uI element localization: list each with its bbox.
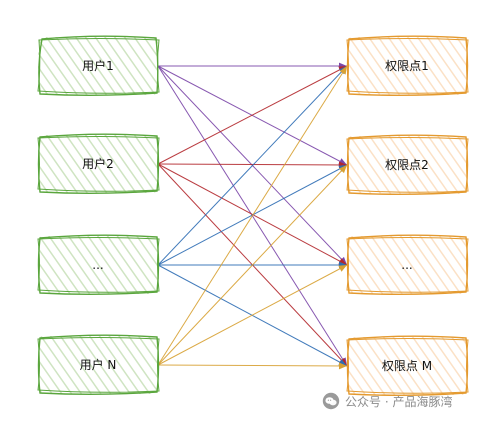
edge-arrowhead-15 (338, 265, 347, 272)
user-node-1-label: 用户1 (82, 58, 114, 73)
user-node-ellipsis-label: ... (92, 258, 103, 272)
user-node-1: 用户1 (37, 35, 160, 96)
permission-node-m-label: 权限点 M (382, 359, 432, 373)
user-node-2: 用户2 (37, 133, 160, 194)
user-node-2-label: 用户2 (82, 156, 114, 171)
permission-node-1-label: 权限点1 (385, 59, 429, 73)
wechat-official-account-icon (322, 392, 340, 410)
edge-arrowhead-16 (338, 362, 347, 370)
edge-arrowhead-13 (339, 66, 347, 75)
edge-user-3-to-permission-1 (157, 65, 348, 266)
permission-node-2-label: 权限点2 (385, 158, 429, 172)
user-node-n: 用户 N (37, 334, 160, 395)
edge-user-4-to-permission-2 (157, 164, 348, 366)
watermark-text: 公众号 · 产品海豚湾 (345, 394, 453, 409)
permission-node-1: 权限点1 (346, 35, 469, 96)
permission-node-m: 权限点 M (346, 335, 469, 396)
edge-user-2-to-permission-2 (157, 163, 348, 166)
edge-arrowhead-14 (339, 165, 347, 174)
permission-node-2: 权限点2 (346, 134, 469, 195)
permission-node-ellipsis-label: ... (401, 258, 412, 272)
connection-lines (157, 62, 348, 370)
watermark: 公众号 · 产品海豚湾 (322, 390, 452, 412)
edge-user-4-to-permission-4 (157, 364, 348, 367)
permission-nodes: 权限点1 权限点2 ... 权限点 M (346, 35, 469, 396)
edge-user-4-to-permission-3 (157, 264, 348, 366)
user-node-n-label: 用户 N (80, 357, 117, 372)
edge-user-2-to-permission-1 (157, 65, 348, 165)
edge-user-4-to-permission-1 (157, 65, 348, 366)
user-nodes: 用户1 用户2 ... 用户 N (37, 35, 160, 395)
user-node-ellipsis: ... (37, 234, 160, 295)
permission-node-ellipsis: ... (346, 234, 469, 295)
